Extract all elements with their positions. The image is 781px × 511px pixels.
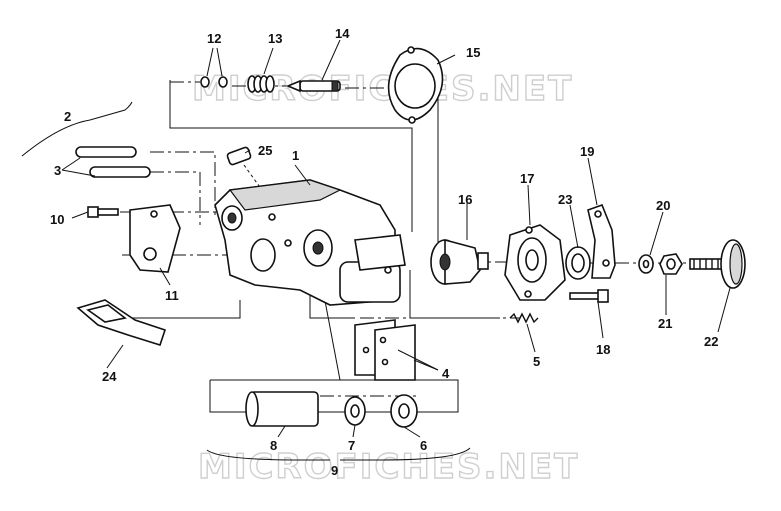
callout-24: 24 bbox=[102, 369, 117, 384]
part-25-fitting bbox=[226, 146, 263, 191]
part-20-washer bbox=[638, 254, 654, 274]
callout-2: 2 bbox=[64, 109, 71, 124]
callout-labels: 1 2 3 4 5 6 7 8 9 10 11 12 13 14 15 16 1… bbox=[50, 26, 718, 478]
callout-6: 6 bbox=[420, 438, 427, 453]
callout-8: 8 bbox=[270, 438, 277, 453]
part-19-bracket bbox=[587, 203, 616, 279]
callout-17: 17 bbox=[520, 171, 534, 186]
callout-11: 11 bbox=[165, 288, 179, 303]
callout-7: 7 bbox=[348, 438, 355, 453]
part-11-bracket bbox=[129, 204, 181, 273]
part-21-nut bbox=[659, 253, 683, 275]
part-3-pins bbox=[75, 146, 151, 178]
part-17-flange bbox=[504, 224, 566, 301]
part-5-spring bbox=[509, 312, 539, 324]
callout-5: 5 bbox=[533, 354, 540, 369]
leader-lines bbox=[21, 39, 731, 461]
part-1-housing bbox=[214, 179, 406, 306]
callout-25: 25 bbox=[258, 143, 272, 158]
part-10-bolt bbox=[87, 206, 119, 218]
callout-21: 21 bbox=[658, 316, 672, 331]
callout-3: 3 bbox=[54, 163, 61, 178]
part-23-ring bbox=[565, 246, 591, 280]
callout-4: 4 bbox=[442, 366, 450, 381]
watermark-bottom: MICROFICHES.NET bbox=[198, 447, 579, 487]
callout-22: 22 bbox=[704, 334, 718, 349]
part-8-cylinder bbox=[245, 391, 319, 427]
callout-14: 14 bbox=[335, 26, 350, 41]
part-22-knob bbox=[689, 239, 746, 289]
callout-19: 19 bbox=[580, 144, 594, 159]
part-12-o-rings bbox=[200, 76, 228, 88]
part-13-spring bbox=[247, 75, 275, 93]
callout-9: 9 bbox=[331, 463, 338, 478]
part-24-lever bbox=[76, 299, 167, 346]
callout-18: 18 bbox=[596, 342, 610, 357]
part-6-seal bbox=[390, 394, 418, 428]
callout-13: 13 bbox=[268, 31, 282, 46]
callout-12: 12 bbox=[207, 31, 221, 46]
callout-10: 10 bbox=[50, 212, 64, 227]
part-4-plates bbox=[354, 319, 416, 381]
callout-16: 16 bbox=[458, 192, 472, 207]
callout-15: 15 bbox=[466, 45, 480, 60]
callout-1: 1 bbox=[292, 148, 299, 163]
part-14-plunger bbox=[285, 79, 341, 93]
callout-23: 23 bbox=[558, 192, 572, 207]
part-7-washer bbox=[344, 396, 366, 426]
callout-20: 20 bbox=[656, 198, 670, 213]
part-16-cover bbox=[430, 238, 489, 285]
part-18-screw bbox=[569, 289, 609, 303]
part-15-gasket bbox=[387, 46, 444, 124]
